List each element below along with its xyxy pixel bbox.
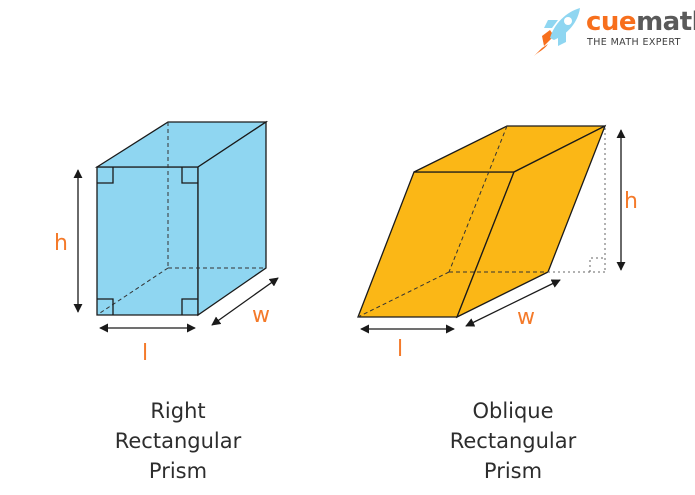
caption-line: Rectangular	[114, 429, 242, 453]
right-width-arrow	[211, 277, 279, 326]
oblique-height-label: h	[624, 189, 638, 214]
caption-line: Prism	[148, 459, 208, 483]
caption-line: Prism	[483, 459, 543, 483]
right-prism-caption: Right Rectangular Prism	[78, 396, 278, 486]
right-width-label: w	[252, 303, 270, 328]
caption-line: Oblique	[472, 399, 554, 423]
cuemath-logo: cuemath THE MATH EXPERT	[530, 4, 695, 52]
caption-line: Rectangular	[449, 429, 577, 453]
logo-cue: cue	[586, 7, 637, 37]
right-prism-side-face	[197, 120, 267, 317]
oblique-prism: h l w	[357, 124, 638, 362]
logo-math: math	[636, 7, 695, 37]
caption-line: Right	[150, 399, 206, 423]
right-prism-front-face	[96, 166, 199, 316]
logo-tagline: THE MATH EXPERT	[587, 37, 681, 48]
right-prism: h l w	[54, 120, 279, 366]
right-height-label: h	[54, 231, 68, 256]
right-angle-markers	[97, 167, 198, 315]
oblique-height-guides	[548, 128, 606, 273]
oblique-prism-hidden-edges	[357, 125, 548, 318]
oblique-width-label: w	[517, 305, 535, 330]
right-length-label: l	[142, 341, 148, 366]
logo-wordmark: cuemath	[586, 8, 695, 36]
rocket-icon	[534, 8, 580, 56]
right-prism-hidden-edges	[96, 122, 266, 316]
oblique-length-label: l	[397, 337, 403, 362]
oblique-width-arrow	[465, 279, 561, 327]
oblique-prism-caption: Oblique Rectangular Prism	[413, 396, 613, 486]
